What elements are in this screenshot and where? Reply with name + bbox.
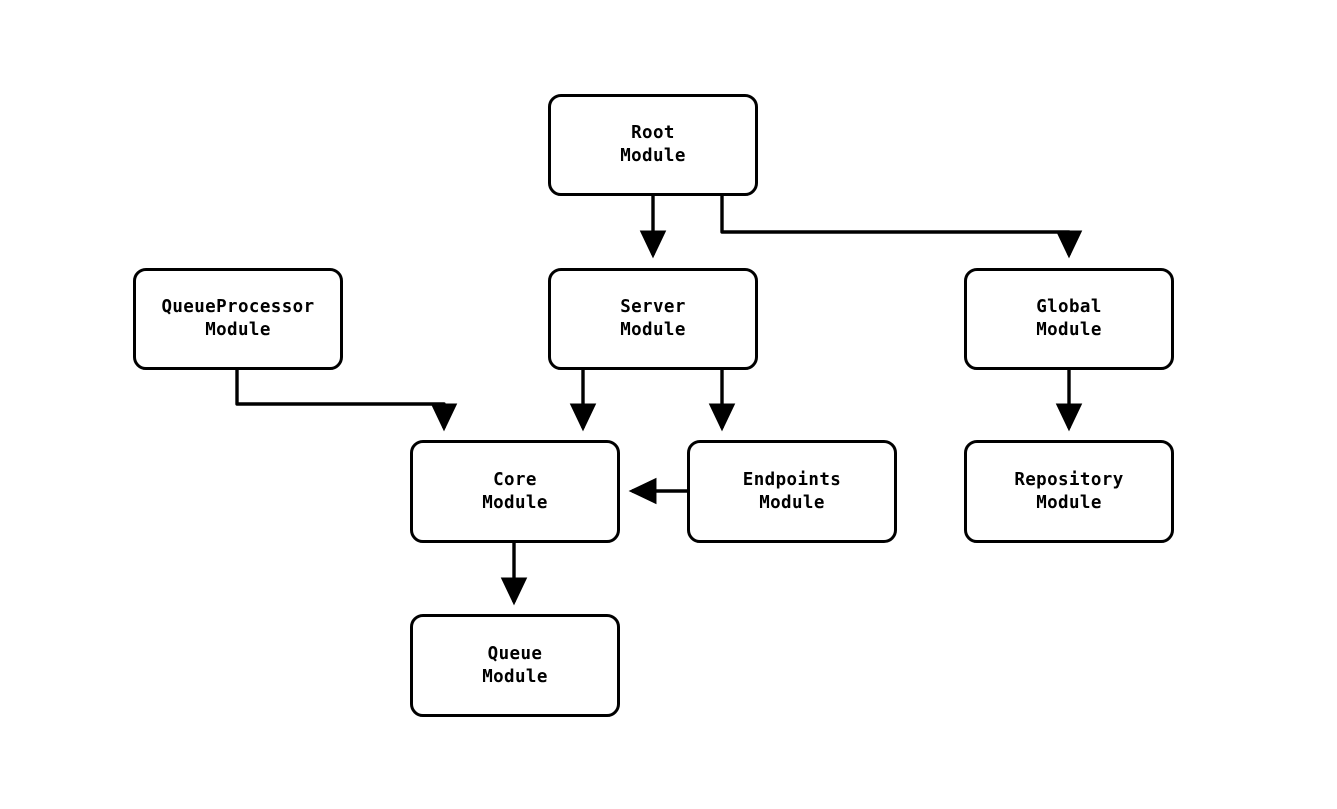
edge-queueprocessor-to-core (235, 370, 458, 432)
node-label-secondary: Module (1036, 492, 1102, 513)
node-label-primary: Endpoints (742, 469, 842, 490)
node-label-primary: QueueProcessor (161, 297, 315, 317)
node-label-primary: Repository (1014, 469, 1124, 490)
node-label-secondary: Module (620, 146, 686, 166)
node-label-primary: Core (493, 469, 537, 490)
edge-root-to-global (720, 196, 1083, 259)
node-label-secondary: Module (620, 320, 686, 340)
node-label-primary: Server (620, 297, 686, 317)
node-label-primary: Global (1036, 297, 1102, 317)
node-label-secondary: Module (1036, 320, 1102, 340)
node-label-secondary: Module (759, 492, 825, 513)
node-label-secondary: Module (205, 320, 271, 340)
node-label-primary: Queue (487, 643, 543, 664)
node-label-secondary: Module (482, 492, 548, 513)
node-label-secondary: Module (482, 666, 548, 687)
node-label-primary: Root (631, 123, 675, 143)
